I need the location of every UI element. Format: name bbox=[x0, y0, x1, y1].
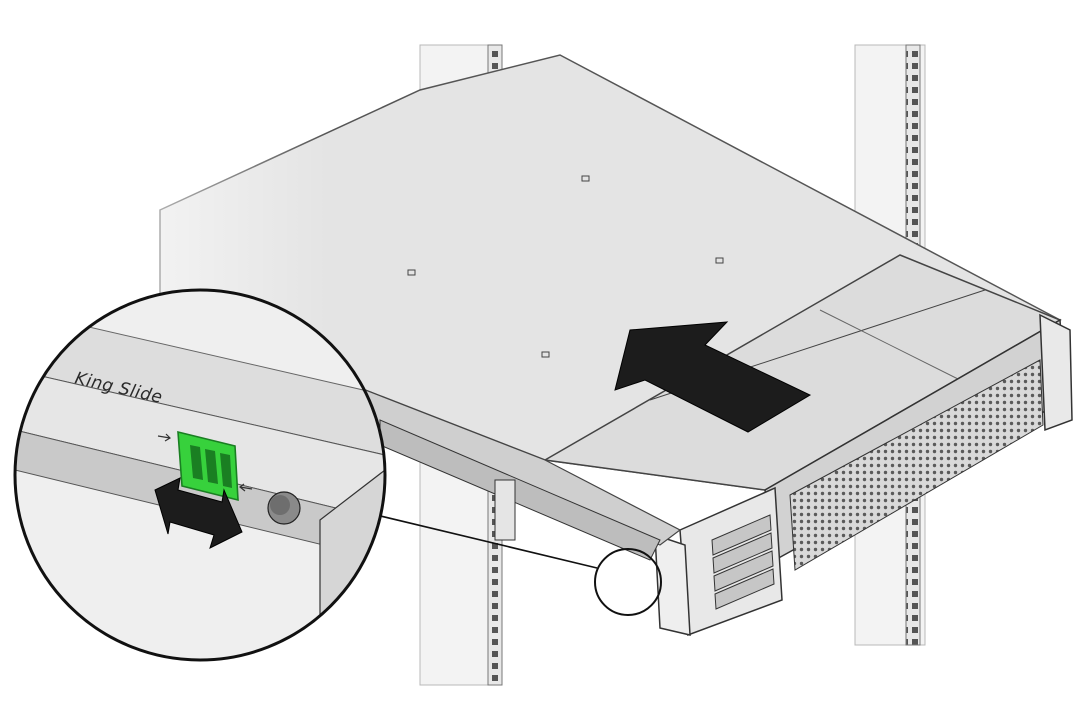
front-vent-grille bbox=[789, 359, 1044, 571]
arrow-left-icon bbox=[239, 483, 253, 492]
cover-marks bbox=[407, 175, 724, 358]
drive-bays bbox=[711, 514, 775, 610]
callout-leader-line bbox=[367, 512, 598, 569]
detail-callout-circle bbox=[594, 548, 662, 616]
zoomed-detail: King Slide bbox=[13, 288, 387, 662]
release-tab bbox=[177, 430, 239, 502]
chassis-right-ear bbox=[1039, 313, 1073, 432]
arrow-right-icon bbox=[157, 433, 171, 442]
thumbscrew bbox=[267, 491, 301, 525]
push-direction-arrow-icon bbox=[614, 321, 812, 433]
rack-post-front-left bbox=[494, 479, 516, 541]
tab-motion-double-arrow-icon bbox=[154, 477, 243, 549]
